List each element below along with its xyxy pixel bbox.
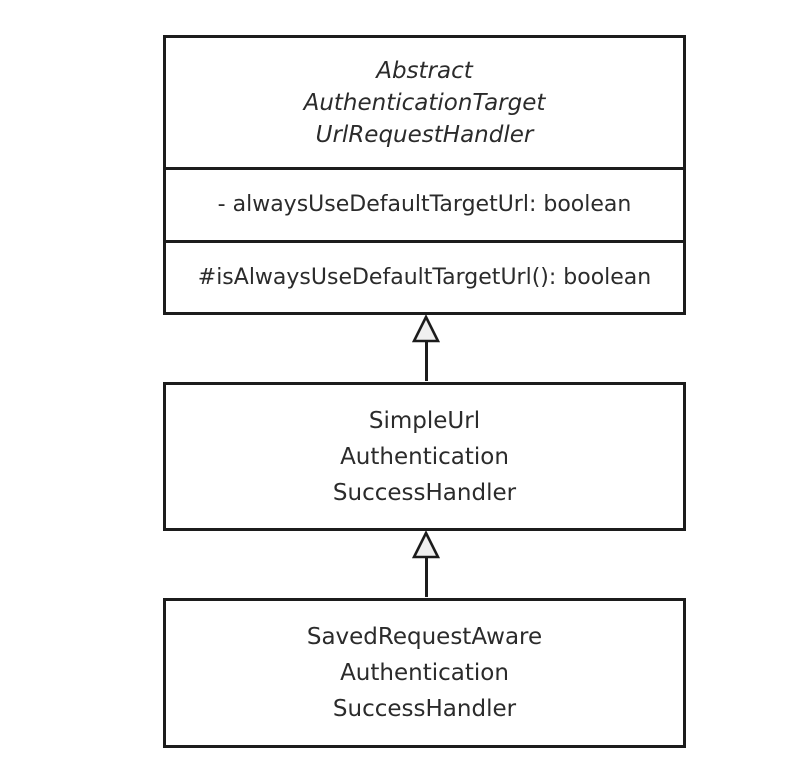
class-name-line: AuthenticationTarget — [303, 89, 546, 116]
class-attribute: - alwaysUseDefaultTargetUrl: boolean — [217, 192, 632, 217]
class-box-abstract-authentication-target-url-request-handler: Abstract AuthenticationTarget UrlRequest… — [163, 35, 686, 315]
class-method: #isAlwaysUseDefaultTargetUrl(): boolean — [197, 264, 652, 290]
inheritance-arrow — [412, 531, 440, 597]
class-name-line: SavedRequestAware — [306, 624, 543, 650]
class-attributes-compartment: - alwaysUseDefaultTargetUrl: boolean — [166, 170, 683, 243]
class-name-line: SimpleUrl — [368, 407, 481, 434]
class-name-line: Authentication — [340, 660, 509, 686]
class-title-compartment: Abstract AuthenticationTarget UrlRequest… — [166, 38, 683, 170]
inheritance-triangle-icon — [412, 315, 440, 343]
class-name-line: Abstract — [376, 57, 473, 84]
class-name-line: Authentication — [340, 443, 509, 470]
inheritance-arrow-line — [424, 558, 428, 597]
class-box-saved-request-aware-authentication-success-handler: SavedRequestAware Authentication Success… — [163, 598, 686, 748]
inheritance-arrow-line — [424, 342, 428, 381]
class-title-compartment: SavedRequestAware Authentication Success… — [166, 601, 683, 745]
class-name-line: SuccessHandler — [332, 696, 517, 722]
inheritance-arrow — [412, 315, 440, 381]
class-name-line: SuccessHandler — [332, 479, 517, 506]
class-name-line: UrlRequestHandler — [315, 121, 534, 148]
inheritance-triangle-icon — [412, 531, 440, 559]
class-methods-compartment: #isAlwaysUseDefaultTargetUrl(): boolean — [166, 243, 683, 312]
class-title-compartment: SimpleUrl Authentication SuccessHandler — [166, 385, 683, 528]
class-box-simple-url-authentication-success-handler: SimpleUrl Authentication SuccessHandler — [163, 382, 686, 531]
